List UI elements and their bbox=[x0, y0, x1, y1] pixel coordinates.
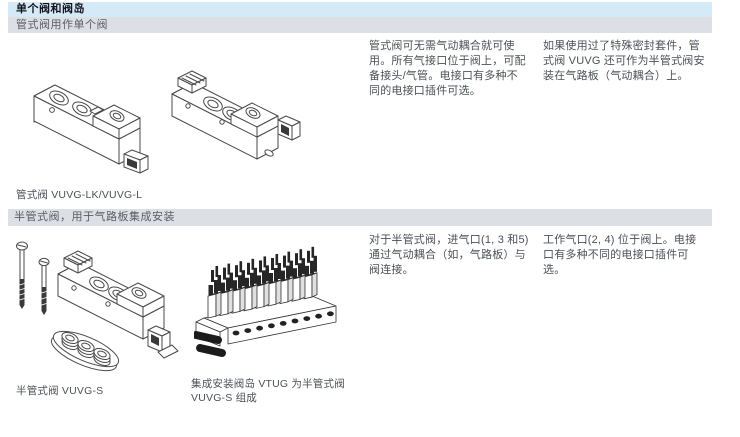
section1-paragraph-2: 如果使用过了特殊密封套件，管 式阀 VUVG 还可作为半管式阀安 装在气路板（气… bbox=[543, 40, 705, 82]
valve-body bbox=[171, 70, 301, 160]
valve-body bbox=[57, 250, 179, 359]
seal-gasket bbox=[50, 330, 120, 372]
section2-header-bar: 半管式阀，用于气路板集成安装 bbox=[8, 209, 712, 226]
vtug-manifold-drawing bbox=[194, 246, 337, 357]
section2-title: 半管式阀，用于气路板集成安装 bbox=[14, 211, 175, 223]
plug-socket bbox=[277, 115, 301, 141]
solenoid-block bbox=[92, 104, 141, 140]
section1-paragraph-1: 管式阀可无需气动耦合就可使 用。所有气接口位于阀上，可配 备接头/气管。电接口有… bbox=[369, 40, 526, 97]
valve-body bbox=[33, 84, 149, 174]
mounting-screws bbox=[16, 241, 50, 315]
electrical-connector bbox=[123, 149, 149, 174]
section2-paragraph-2: 工作气口(2, 4) 位于阀上。电接 口有多种不同的电接口插件可 选。 bbox=[543, 234, 697, 276]
vuvg-s-assembly-drawing bbox=[16, 241, 179, 372]
section2-paragraph-1: 对于半管式阀，进气口(1, 3 和5) 通过气动耦合（如，气路板）与 阀连接。 bbox=[369, 234, 529, 276]
valve-vuvg-lk-drawing bbox=[33, 84, 149, 174]
solenoid-block bbox=[230, 102, 279, 138]
ribbed-connector-block bbox=[177, 70, 207, 94]
supply-fittings bbox=[194, 331, 226, 357]
section1-header-bar: 管式阀用作单个阀 bbox=[8, 17, 712, 33]
section1-title: 管式阀用作单个阀 bbox=[16, 19, 108, 31]
seal-rings bbox=[61, 331, 111, 367]
vtug-caption: 集成安装阀岛 VTUG 为半管式阀 VUVG-S 组成 bbox=[191, 378, 345, 404]
tube-fittings-row bbox=[232, 311, 334, 336]
primary-header-bar: 单个阀和阀岛 bbox=[8, 2, 712, 17]
threaded-ports bbox=[49, 90, 92, 117]
section1-caption: 管式阀 VUVG-LK/VUVG-L bbox=[16, 189, 143, 201]
valve-vuvg-l-drawing bbox=[171, 70, 301, 160]
vuvg-s-caption: 半管式阀 VUVG-S bbox=[16, 385, 104, 397]
page-title: 单个阀和阀岛 bbox=[16, 3, 85, 15]
